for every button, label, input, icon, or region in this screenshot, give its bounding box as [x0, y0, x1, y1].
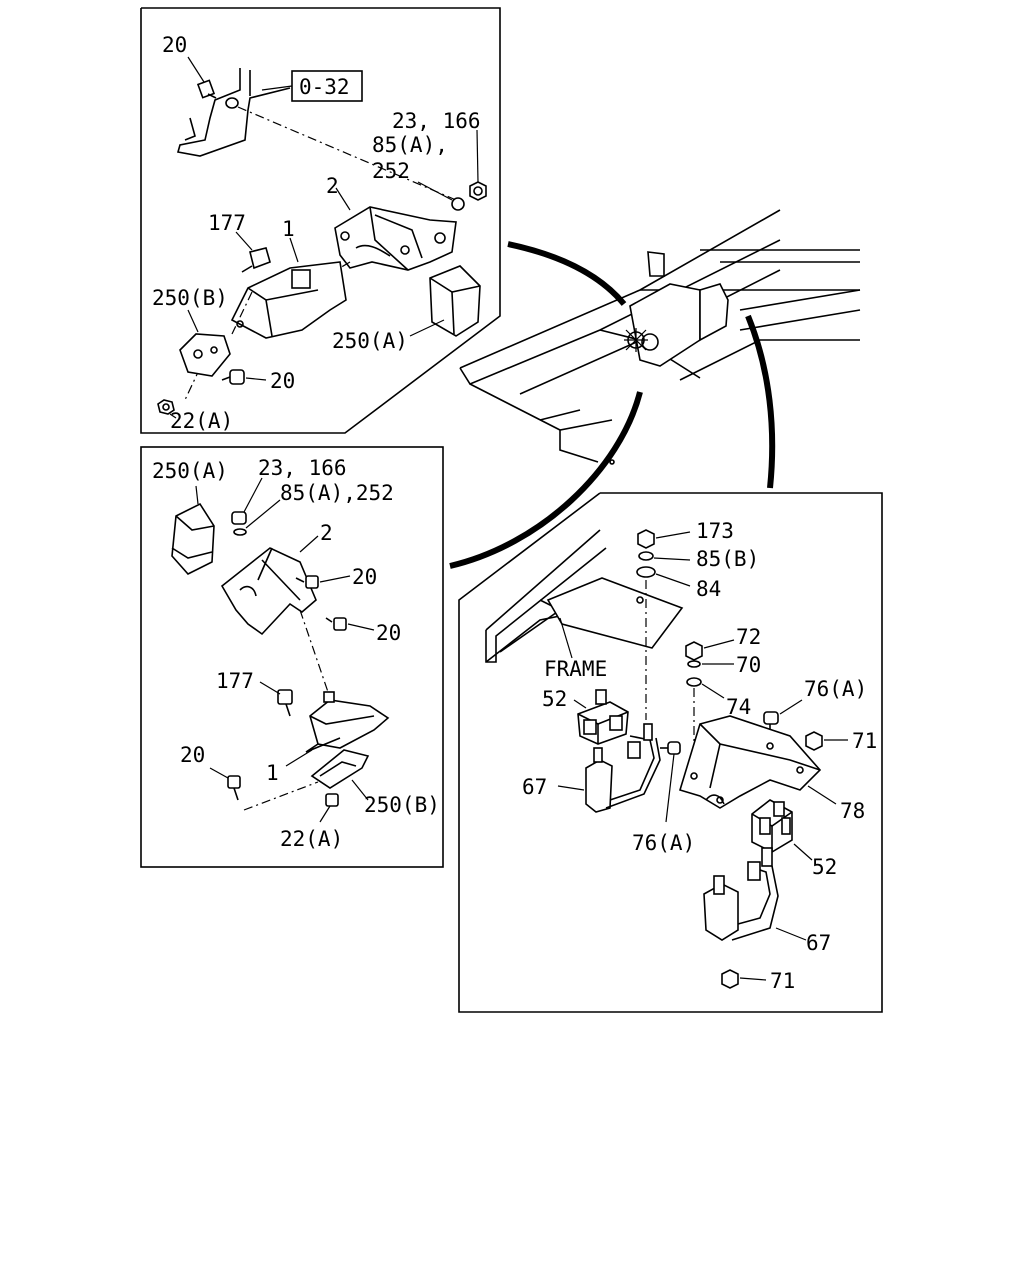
bolt-20-b2-icon — [325, 617, 347, 631]
callout-22a: 22(A) — [170, 409, 233, 433]
plate-250b-b — [310, 749, 370, 789]
bolt-20-top-icon — [196, 79, 217, 99]
engine-pipe-bracket — [176, 68, 291, 157]
callout-72: 72 — [736, 625, 761, 649]
rubber-mount-52-right — [751, 799, 793, 853]
callout-52-left: 52 — [542, 687, 567, 711]
callout-52-right: 52 — [812, 855, 837, 879]
mount-location-icon — [624, 328, 648, 352]
crossmember-78 — [679, 715, 822, 809]
callout-20-bottom: 20 — [270, 369, 295, 393]
panel-upper-left-frame — [140, 7, 501, 434]
panel-right-frame — [458, 492, 883, 1013]
callout-173: 173 — [696, 519, 734, 543]
callout-23-166-b: 23, 166 — [258, 456, 347, 480]
callout-67-right: 67 — [806, 931, 831, 955]
callout-71-bottom: 71 — [770, 969, 795, 993]
callout-177-b: 177 — [216, 669, 254, 693]
bolt-20-b1-icon — [295, 575, 319, 589]
connector-arc-right — [745, 314, 776, 489]
bolt-177-icon — [241, 247, 271, 273]
bracket-67-left — [585, 723, 661, 813]
callout-76a-right: 76(A) — [804, 677, 867, 701]
bracket-2 — [334, 206, 457, 271]
washer-85a-b-icon — [233, 528, 247, 536]
connector-arc-middle — [449, 391, 643, 569]
callout-85a-252: 85(A),252 — [280, 481, 394, 505]
bracket-67-right — [703, 847, 779, 941]
bracket-2-b — [220, 547, 317, 636]
washer-85b-icon — [638, 551, 654, 561]
bolt-20-b3-icon — [227, 775, 241, 801]
nut-72-icon — [685, 641, 703, 661]
reference-label-0-32: 0-32 — [299, 75, 350, 99]
callout-85a: 85(A), — [372, 133, 448, 157]
callout-20-b3: 20 — [180, 743, 205, 767]
callout-71-right: 71 — [852, 729, 877, 753]
engine-mount-1 — [230, 261, 347, 339]
nut-71-bottom-icon — [721, 969, 739, 989]
callout-250a: 250(A) — [332, 329, 408, 353]
nut-173-icon — [637, 529, 655, 549]
callout-78: 78 — [840, 799, 865, 823]
callout-20-b1: 20 — [352, 565, 377, 589]
engine-mount-1-b — [305, 691, 390, 753]
panel-middle-left-frame — [140, 446, 444, 868]
callout-252: 252 — [372, 159, 410, 183]
callout-1-b: 1 — [266, 761, 279, 785]
chassis-overview — [459, 209, 861, 465]
callout-23-166: 23, 166 — [392, 109, 481, 133]
callout-84: 84 — [696, 577, 721, 601]
callout-2-b: 2 — [320, 521, 333, 545]
washer-74-icon — [686, 677, 702, 687]
bolt-177-b-icon — [277, 689, 293, 717]
callout-250b-b: 250(B) — [364, 793, 440, 817]
callout-85b: 85(B) — [696, 547, 759, 571]
washer-70-icon — [687, 660, 701, 668]
panel-middle-left: 250(A) 23, 166 85(A),252 2 20 — [140, 446, 444, 868]
nut-23-icon — [469, 181, 487, 201]
bolt-76a-bottom-icon — [660, 741, 681, 755]
nut-71-right-icon — [805, 731, 823, 751]
frame-rail — [485, 529, 684, 663]
nut-23-b-icon — [231, 511, 247, 525]
cover-250a-b — [171, 502, 215, 575]
callout-22a-b: 22(A) — [280, 827, 343, 851]
callout-1: 1 — [282, 217, 295, 241]
connector-arc-upper — [507, 241, 627, 306]
bolt-20-bottom-icon — [221, 369, 245, 385]
callout-74: 74 — [726, 695, 751, 719]
nut-22a-b-icon — [325, 793, 339, 807]
callout-20-b2: 20 — [376, 621, 401, 645]
rubber-mount-52-left — [577, 689, 629, 745]
nut-22a-icon — [157, 399, 175, 415]
callout-250b: 250(B) — [152, 286, 228, 310]
reference-box-0-32 — [291, 70, 363, 102]
plate-250b — [179, 333, 231, 377]
callout-250a-b: 250(A) — [152, 459, 228, 483]
callout-177: 177 — [208, 211, 246, 235]
washer-84-icon — [636, 566, 656, 578]
callout-76a-bottom: 76(A) — [632, 831, 695, 855]
panel-right: FRAME 173 85(B) 84 72 70 74 — [458, 492, 883, 1013]
label-frame: FRAME — [544, 657, 607, 681]
cover-250a — [429, 265, 481, 337]
panel-upper-left: 0-32 20 23, 166 85(A), 252 — [140, 7, 501, 434]
callout-20-top: 20 — [162, 33, 187, 57]
washer-85a-icon — [451, 197, 465, 211]
callout-70: 70 — [736, 653, 761, 677]
callout-2: 2 — [326, 174, 339, 198]
callout-67-left: 67 — [522, 775, 547, 799]
